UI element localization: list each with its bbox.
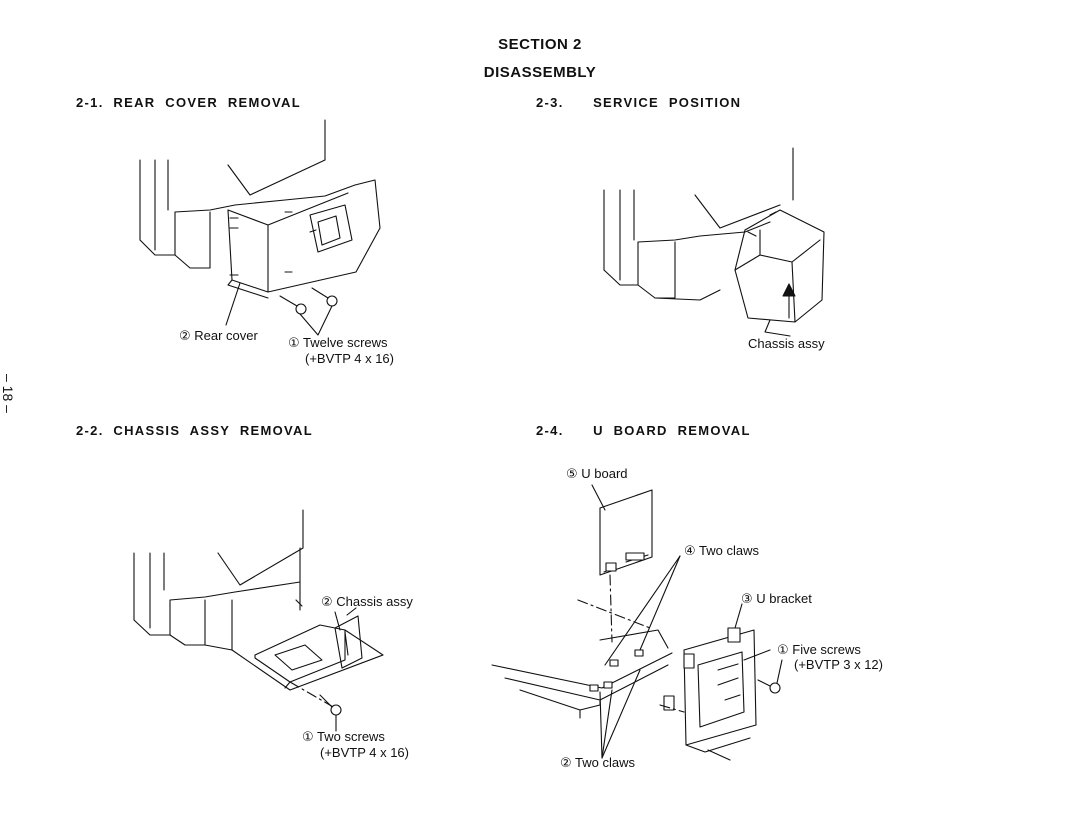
label-u-board: ⑤ U board (566, 466, 628, 481)
heading-u-board-removal: 2-4. U BOARD REMOVAL (536, 423, 751, 438)
heading-chassis-assy-removal: 2-2. CHASSIS ASSY REMOVAL (76, 423, 313, 438)
label-chassis-assy: ② Chassis assy (321, 594, 413, 609)
label-two-screws: ① Two screws (302, 729, 385, 744)
label-screw-spec-4x16: (+BVTP 4 x 16) (305, 351, 394, 366)
u-board-diagram (491, 484, 783, 761)
label-twelve-screws: ① Twelve screws (288, 335, 388, 350)
chassis-removal-diagram (133, 509, 384, 732)
service-position-diagram (603, 147, 825, 337)
label-screw-spec-3x12: (+BVTP 3 x 12) (794, 657, 883, 672)
label-chassis-assy: Chassis assy (748, 336, 825, 351)
rear-cover-diagram (139, 119, 381, 336)
label-rear-cover: ② Rear cover (179, 328, 258, 343)
label-five-screws: ① Five screws (777, 642, 861, 657)
page-title: DISASSEMBLY (483, 64, 597, 81)
label-u-bracket: ③ U bracket (741, 591, 812, 606)
label-two-claws-bottom: ② Two claws (560, 755, 635, 770)
heading-service-position: 2-3. SERVICE POSITION (536, 95, 742, 110)
label-screw-spec-4x16: (+BVTP 4 x 16) (320, 745, 409, 760)
heading-rear-cover-removal: 2-1. REAR COVER REMOVAL (76, 95, 301, 110)
section-number: SECTION 2 (498, 36, 582, 53)
label-two-claws-top: ④ Two claws (684, 543, 759, 558)
